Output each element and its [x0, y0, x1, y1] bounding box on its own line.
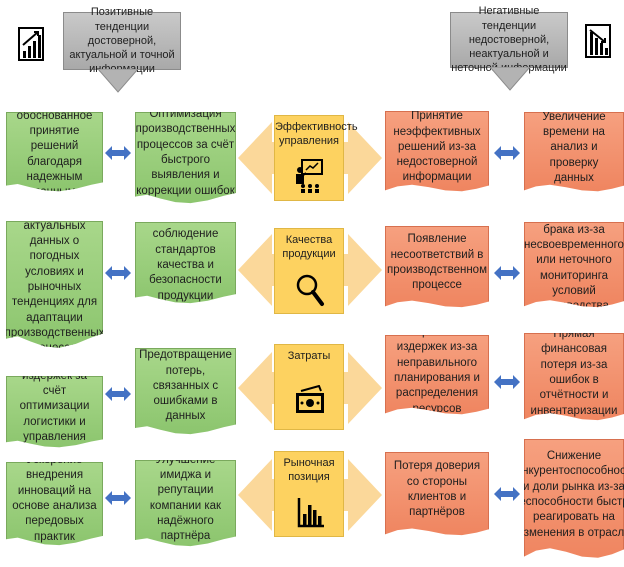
center-box-management: Эффективность управления	[274, 115, 358, 201]
center-box-costs: Затраты	[274, 344, 344, 430]
money-icon	[296, 385, 324, 413]
outer-left-box-1: Более обоснованное принятие решений благ…	[6, 112, 103, 192]
outer-right-box-1: Увеличение времени на анализ и проверку …	[524, 112, 624, 192]
double-arrow-blue-left-1	[105, 146, 131, 160]
center-label-1: Эффективность управления	[275, 121, 358, 147]
double-arrow-blue-right-2	[494, 266, 520, 280]
inner-left-box-4: Улучшение имиджа и репутации компании ка…	[135, 460, 236, 547]
decline-chart-icon	[585, 24, 611, 58]
inner-right-box-1: Принятие неэффективных решений из-за нед…	[385, 111, 489, 192]
negative-trends-header: Негативные тенденции недостоверной, неак…	[450, 5, 568, 75]
outer-right-box-2: Повышение доли брака из-за несвоевременн…	[524, 208, 624, 313]
center-label-4: Рыночная позиция	[283, 457, 335, 483]
positive-trends-header: Позитивные тенденции достоверной, актуал…	[63, 6, 181, 75]
outer-left-box-2: Использование актуальных данных о погодн…	[4, 204, 105, 355]
presentation-icon	[296, 159, 323, 193]
outer-left-box-4: Ускорение внедрения инноваций на основе …	[6, 462, 103, 546]
double-arrow-blue-left-4	[105, 491, 131, 505]
center-label-3: Затраты	[287, 350, 331, 362]
double-arrow-blue-right-1	[494, 146, 520, 160]
growth-chart-icon	[18, 27, 44, 61]
inner-left-box-3: Предотвращение потерь, связанных с ошибк…	[135, 348, 236, 435]
center-label-2: Качества продукции	[282, 234, 336, 260]
center-box-market: Рыночная позиция	[274, 451, 344, 537]
inner-left-box-2: Точное соблюдение стандартов качества и …	[135, 222, 236, 304]
center-box-quality: Качества продукции	[274, 228, 344, 314]
inner-right-box-2: Появление несоответствий в производствен…	[385, 226, 489, 308]
positive-header-arrow	[98, 69, 138, 93]
outer-left-box-3: Сокращение издержек за счёт оптимизации …	[6, 376, 103, 448]
inner-right-box-3: Возрастание издержек из-за неправильного…	[385, 335, 489, 415]
magnifier-icon	[296, 274, 324, 306]
outer-right-box-4: Снижение конкурентоспособности и доли ры…	[524, 439, 624, 558]
inner-right-box-4: Потеря доверия со стороны клиентов и пар…	[385, 452, 489, 536]
negative-header-arrow	[490, 67, 530, 91]
outer-right-box-3: Прямая финансовая потеря из-за ошибок в …	[524, 333, 624, 421]
double-arrow-blue-left-3	[105, 387, 131, 401]
bar-chart-icon	[297, 498, 324, 528]
inner-left-box-1: Оптимизация производственных процессов з…	[135, 112, 236, 204]
double-arrow-blue-right-4	[494, 487, 520, 501]
double-arrow-blue-left-2	[105, 266, 131, 280]
double-arrow-blue-right-3	[494, 375, 520, 389]
